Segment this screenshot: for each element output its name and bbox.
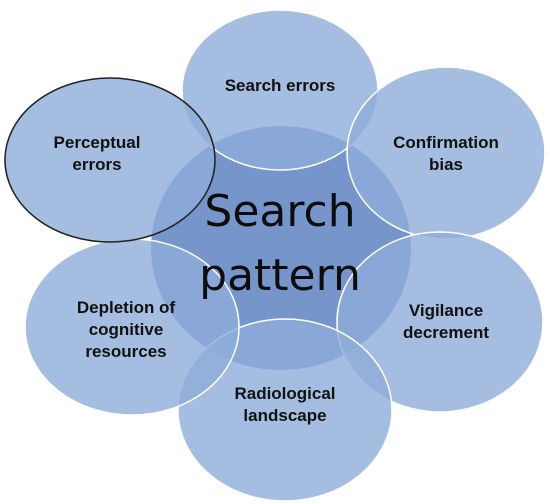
label-depletion-of-cognitive-resources: Depletion of cognitive resources [76,298,176,361]
label-vigilance-decrement: Vigilance decrement [403,301,489,342]
center-label: Search pattern [199,186,361,301]
circle-radiological-landscape [177,318,393,502]
circle-vigilance-decrement [336,231,544,413]
label-perceptual-errors: Perceptual errors [53,133,141,174]
circle-perceptual-errors [4,77,216,243]
label-radiological-landscape: Radiological landscape [234,384,336,425]
label-confirmation-bias: Confirmation bias [393,133,499,174]
label-search-errors: Search errors [224,76,336,95]
